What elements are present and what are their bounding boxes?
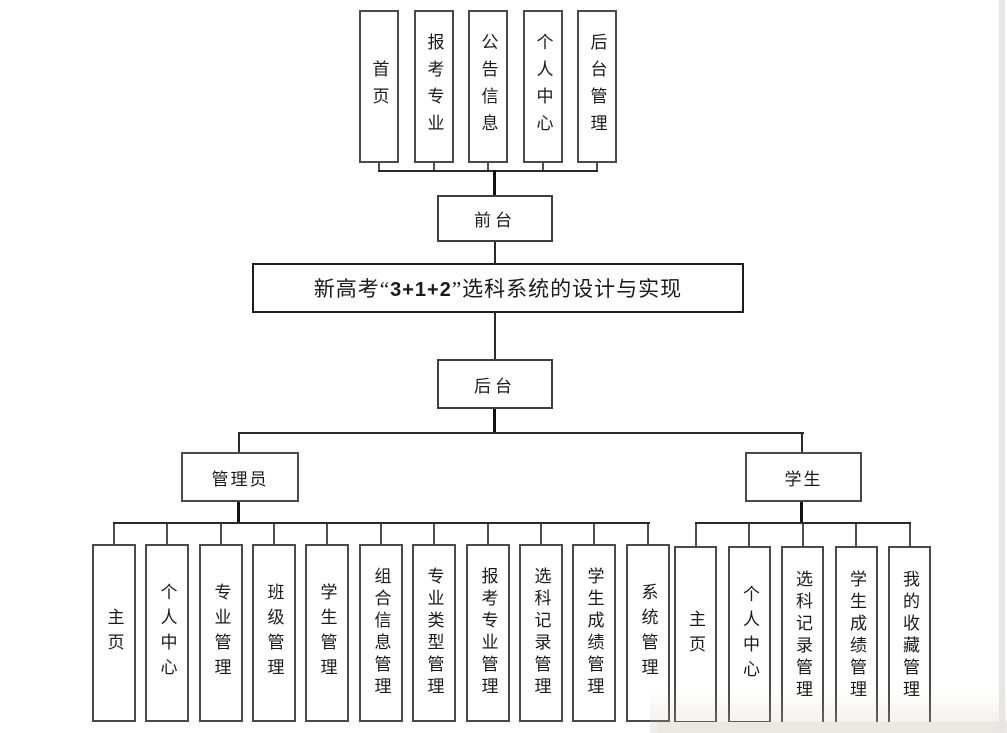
student-module-label: 我的收藏管理 — [900, 570, 919, 702]
connector-bus-student — [695, 522, 911, 524]
connector-line — [273, 524, 275, 544]
admin-module-label: 专业类型管理 — [424, 567, 444, 699]
frontend-module-backend-admin: 后台管理 — [577, 10, 617, 163]
role-student-node: 学生 — [745, 452, 862, 502]
student-module-my-favorites-mgmt: 我的收藏管理 — [888, 546, 931, 726]
connector-line — [238, 434, 240, 452]
role-student-label: 学生 — [784, 469, 823, 489]
student-module-student-score-mgmt: 学生成绩管理 — [835, 546, 878, 726]
connector-line — [378, 163, 380, 171]
page-edge-strip — [999, 0, 1005, 733]
connector-line — [695, 524, 697, 546]
admin-module-major-mgmt: 专业管理 — [199, 544, 243, 722]
role-admin-node: 管理员 — [181, 452, 299, 502]
connector-line — [326, 524, 328, 544]
admin-module-class-mgmt: 班级管理 — [252, 544, 296, 722]
connector-line — [542, 163, 544, 171]
frontend-module-apply-major-label: 报考专业 — [424, 32, 444, 141]
admin-module-label: 报考专业管理 — [478, 567, 498, 699]
admin-module-student-score-mgmt: 学生成绩管理 — [572, 544, 616, 722]
system-title: 新高考“3+1+2”选科系统的设计与实现 — [314, 273, 682, 303]
connector-line — [593, 524, 595, 544]
connector-line — [494, 242, 496, 264]
frontend-node: 前台 — [437, 195, 553, 242]
connector-line — [113, 524, 115, 544]
frontend-module-apply-major: 报考专业 — [414, 10, 454, 163]
connector-line — [855, 524, 857, 546]
frontend-module-announcements-label: 公告信息 — [478, 32, 498, 141]
frontend-module-home: 首页 — [359, 10, 399, 163]
connector-line — [220, 524, 222, 544]
connector-line — [166, 524, 168, 544]
connector-bus-roles — [238, 432, 804, 434]
connector-line — [540, 524, 542, 544]
admin-module-main-page: 主页 — [92, 544, 136, 722]
frontend-module-announcements: 公告信息 — [468, 10, 508, 163]
connector-line — [237, 502, 240, 523]
connector-line — [909, 524, 911, 546]
student-module-main-page: 主页 — [674, 546, 717, 723]
scan-bottom-band — [657, 722, 1007, 733]
connector-line — [494, 313, 496, 360]
connector-bus-frontend — [378, 170, 598, 172]
frontend-module-home-label: 首页 — [369, 59, 389, 114]
connector-line — [748, 524, 750, 546]
admin-module-label: 选科记录管理 — [531, 567, 551, 699]
frontend-module-backend-admin-label: 后台管理 — [587, 32, 607, 141]
student-module-label: 个人中心 — [740, 584, 759, 685]
backend-node: 后台 — [437, 359, 553, 409]
connector-line — [802, 524, 804, 546]
admin-module-label: 组合信息管理 — [371, 567, 391, 699]
admin-module-label: 个人中心 — [157, 583, 177, 683]
admin-module-label: 专业管理 — [211, 583, 231, 683]
backend-node-label: 后台 — [474, 376, 516, 396]
frontend-module-personal-center-label: 个人中心 — [533, 32, 553, 141]
admin-module-personal-center: 个人中心 — [145, 544, 189, 722]
system-title-box: 新高考“3+1+2”选科系统的设计与实现 — [252, 263, 744, 313]
connector-bus-admin — [113, 522, 650, 524]
student-module-subject-record-mgmt: 选科记录管理 — [781, 546, 824, 726]
admin-module-label: 学生管理 — [317, 583, 337, 683]
system-title-number: 3+1+2 — [390, 279, 452, 301]
admin-module-combination-info-mgmt: 组合信息管理 — [359, 544, 403, 722]
admin-module-student-mgmt: 学生管理 — [305, 544, 349, 722]
connector-line — [487, 163, 489, 171]
connector-line — [647, 524, 649, 544]
frontend-module-personal-center: 个人中心 — [523, 10, 563, 163]
system-title-pre: 新高考“ — [313, 277, 391, 301]
connector-line — [596, 163, 598, 171]
admin-module-subject-record-mgmt: 选科记录管理 — [519, 544, 563, 722]
admin-module-label: 系统管理 — [638, 583, 658, 683]
connector-line — [493, 409, 496, 434]
student-module-label: 选科记录管理 — [793, 570, 812, 702]
connector-line — [800, 502, 803, 523]
student-module-label: 学生成绩管理 — [847, 570, 866, 702]
student-module-personal-center: 个人中心 — [728, 546, 771, 723]
frontend-node-label: 前台 — [474, 211, 516, 230]
system-title-post: ”选科系统的设计与实现 — [451, 277, 683, 301]
role-admin-label: 管理员 — [211, 469, 269, 489]
connector-line — [493, 170, 496, 196]
connector-line — [380, 524, 382, 544]
student-module-label: 主页 — [686, 609, 705, 660]
admin-module-major-type-mgmt: 专业类型管理 — [412, 544, 456, 722]
admin-module-apply-major-mgmt: 报考专业管理 — [466, 544, 510, 722]
admin-module-label: 主页 — [104, 608, 124, 658]
connector-line — [433, 524, 435, 544]
admin-module-label: 班级管理 — [264, 583, 284, 683]
admin-module-label: 学生成绩管理 — [584, 567, 604, 699]
connector-line — [487, 524, 489, 544]
connector-line — [433, 163, 435, 171]
admin-module-system-mgmt: 系统管理 — [626, 544, 670, 722]
connector-line — [801, 434, 803, 452]
